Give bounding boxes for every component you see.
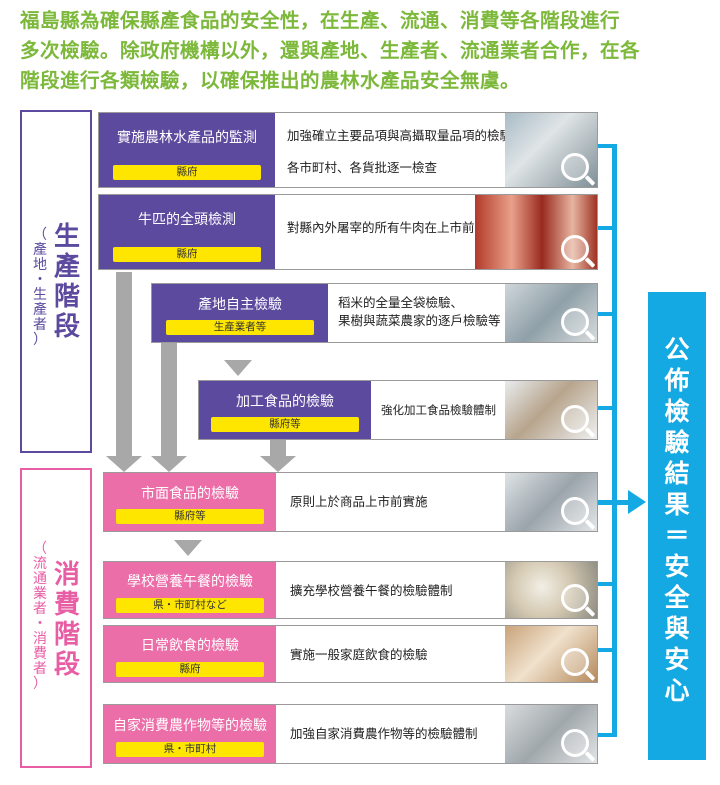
intro-text: 福島縣為確保縣產食品的安全性，在生產、流通、消費等各階段進行 多次檢驗。除政府機… — [20, 6, 710, 96]
inspection-header: 加工食品的檢驗 縣府等 — [199, 381, 371, 439]
inspection-title: 實施農林水產品的監測 — [117, 130, 257, 146]
inspection-row-daily-diet[interactable]: 日常飲食的檢驗 縣府 實施一般家庭飲食的檢驗 — [103, 625, 598, 683]
blue-branch-1 — [596, 144, 617, 148]
daily-diet-photo[interactable] — [505, 626, 597, 682]
gray-arrowhead-right — [260, 456, 296, 472]
gray-shaft-left — [116, 272, 132, 458]
gray-arrowhead-school — [174, 540, 202, 556]
gray-arrowhead-mid — [151, 456, 187, 472]
inspection-row-home-produce[interactable]: 自家消費農作物等的檢驗 県・市町村 加強自家消費農作物等的檢驗體制 — [103, 704, 598, 764]
magnify-icon[interactable] — [561, 729, 589, 757]
inspection-row-producer[interactable]: 產地自主檢驗 生產業者等 稻米的全量全袋檢驗、 果樹與蔬菜農家的逐戶檢驗等 — [151, 283, 598, 343]
beef-photo[interactable] — [475, 195, 597, 269]
inspection-row-processed[interactable]: 加工食品的檢驗 縣府等 強化加工食品檢驗體制 — [198, 380, 598, 440]
production-stage-subtitle: （ 產 地 ・ 生 產 者 ） — [33, 227, 47, 348]
inspection-header: 日常飲食的檢驗 縣府 — [104, 626, 276, 682]
agency-tag: 縣府 — [116, 662, 264, 677]
inspection-title: 學校營養午餐的檢驗 — [127, 574, 253, 590]
magnify-icon[interactable] — [561, 153, 589, 181]
market-food-photo[interactable] — [505, 473, 597, 531]
agency-tag: 縣府 — [113, 165, 261, 180]
blue-branch-5 — [596, 582, 617, 586]
inspection-row-monitoring[interactable]: 實施農林水產品的監測 縣府 加強確立主要品項與高攝取量品項的檢驗體制 各市町村、… — [98, 112, 598, 188]
inspection-header: 實施農林水產品的監測 縣府 — [99, 113, 275, 187]
school-lunch-photo[interactable] — [505, 562, 597, 618]
inspection-description: 加強自家消費農作物等的檢驗體制 — [290, 726, 478, 741]
inspection-header: 產地自主檢驗 生產業者等 — [152, 284, 328, 342]
inspection-description: 強化加工食品檢驗體制 — [381, 403, 496, 417]
gray-arrowhead-processed — [224, 360, 252, 376]
inspection-row-school-lunch[interactable]: 學校營養午餐的檢驗 県・市町村など 擴充學校營養午餐的檢驗體制 — [103, 561, 598, 619]
consumption-stage-subtitle: （ 流 通 業 者 ・ 消 費 者 ） — [33, 541, 47, 692]
blue-trunk — [612, 144, 617, 736]
inspection-header: 自家消費農作物等的檢驗 県・市町村 — [104, 705, 276, 763]
blue-branch-2 — [596, 226, 617, 230]
rice-testing-photo[interactable] — [505, 284, 597, 342]
inspection-title: 牛匹的全頭檢測 — [138, 212, 236, 228]
production-stage-frame: 生 產 階 段 （ 產 地 ・ 生 產 者 ） — [20, 110, 92, 453]
processed-food-photo[interactable] — [505, 381, 597, 439]
inspection-description: 擴充學校營養午餐的檢驗體制 — [290, 583, 453, 598]
inspection-row-beef[interactable]: 牛匹的全頭檢測 縣府 對縣內外屠宰的所有牛肉在上市前進行實施 — [98, 194, 598, 270]
inspection-description: 原則上於商品上市前實施 — [290, 494, 428, 509]
agency-tag: 縣府等 — [116, 509, 264, 524]
magnify-icon[interactable] — [561, 405, 589, 433]
result-text: 公 佈 檢 驗 結 果 ＝ 安 全 與 安 心 — [664, 335, 690, 705]
intro-line: 階段進行各類檢驗，以確保推出的農林水產品安全無虞。 — [20, 69, 521, 92]
production-stage-title: 生 產 階 段 — [53, 222, 80, 342]
inspection-header: 市面食品的檢驗 縣府等 — [104, 473, 276, 531]
magnify-icon[interactable] — [561, 497, 589, 525]
inspection-title: 市面食品的檢驗 — [141, 486, 239, 502]
gray-shaft-mid — [161, 342, 177, 458]
inspection-description: 對縣內外屠宰的所有牛肉在上市前進行實施 — [287, 220, 525, 235]
magnify-icon[interactable] — [561, 308, 589, 336]
gray-arrowhead-left — [106, 456, 142, 472]
magnify-icon[interactable] — [561, 648, 589, 676]
intro-line: 多次檢驗。除政府機構以外，還與產地、生產者、流通業者合作，在各 — [20, 39, 641, 62]
inspection-row-market[interactable]: 市面食品的檢驗 縣府等 原則上於商品上市前實施 — [103, 472, 598, 532]
consumption-stage-title: 消 費 階 段 — [53, 560, 80, 680]
blue-arrow-shaft — [596, 500, 630, 505]
inspection-title: 產地自主檢驗 — [198, 297, 282, 313]
inspection-header: 學校營養午餐的檢驗 県・市町村など — [104, 562, 276, 618]
inspection-title: 日常飲食的檢驗 — [141, 638, 239, 654]
agency-tag: 生產業者等 — [166, 320, 314, 335]
magnify-icon[interactable] — [561, 235, 589, 263]
inspection-description: 稻米的全量全袋檢驗、 果樹與蔬菜農家的逐戶檢驗等 — [338, 295, 501, 328]
blue-branch-6 — [596, 648, 617, 652]
agency-tag: 縣府 — [113, 247, 261, 262]
lab-photo[interactable] — [505, 113, 597, 187]
result-panel: 公 佈 檢 驗 結 果 ＝ 安 全 與 安 心 — [648, 292, 706, 760]
agency-tag: 県・市町村など — [116, 598, 264, 613]
inspection-title: 自家消費農作物等的檢驗 — [113, 718, 267, 734]
gray-shaft-right — [270, 440, 286, 458]
blue-branch-4 — [596, 406, 617, 410]
inspection-description: 加強確立主要品項與高攝取量品項的檢驗體制 各市町村、各貨批逐一檢查 — [287, 128, 538, 175]
inspection-header: 牛匹的全頭檢測 縣府 — [99, 195, 275, 269]
intro-line: 福島縣為確保縣產食品的安全性，在生產、流通、消費等各階段進行 — [20, 9, 621, 32]
blue-branch-7 — [596, 733, 617, 737]
consumption-stage-frame: 消 費 階 段 （ 流 通 業 者 ・ 消 費 者 ） — [20, 468, 92, 768]
home-produce-photo[interactable] — [505, 705, 597, 763]
inspection-title: 加工食品的檢驗 — [236, 394, 334, 410]
agency-tag: 県・市町村 — [116, 742, 264, 757]
magnify-icon[interactable] — [561, 584, 589, 612]
blue-branch-3 — [596, 312, 617, 316]
agency-tag: 縣府等 — [211, 417, 359, 432]
inspection-description: 實施一般家庭飲食的檢驗 — [290, 647, 428, 662]
blue-arrowhead — [628, 490, 646, 514]
